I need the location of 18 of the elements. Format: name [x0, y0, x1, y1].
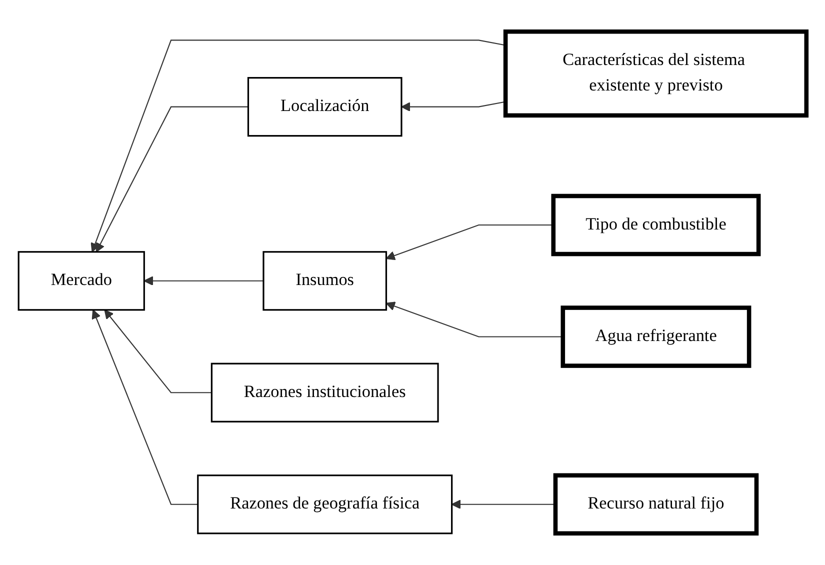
node-box: Localización — [247, 77, 402, 137]
node-box: Mercado — [18, 251, 145, 311]
node-box: Recurso natural fijo — [553, 473, 759, 536]
arrow — [386, 302, 563, 338]
arrow — [144, 276, 264, 286]
arrow — [451, 500, 556, 510]
node-box: Agua refrigerante — [560, 306, 752, 368]
arrow — [90, 40, 506, 252]
node-box: Insumos — [262, 251, 388, 311]
node-box: Tipo de combustible — [551, 194, 761, 256]
arrow — [104, 309, 212, 394]
arrow — [401, 101, 506, 112]
node-box: Razones de geografía física — [197, 474, 453, 534]
arrow — [92, 309, 198, 505]
arrow — [386, 224, 554, 260]
node-box: Razones institucionales — [210, 362, 439, 422]
arrow — [96, 106, 248, 252]
node-box: Características del sistema existente y previsto — [503, 29, 809, 118]
